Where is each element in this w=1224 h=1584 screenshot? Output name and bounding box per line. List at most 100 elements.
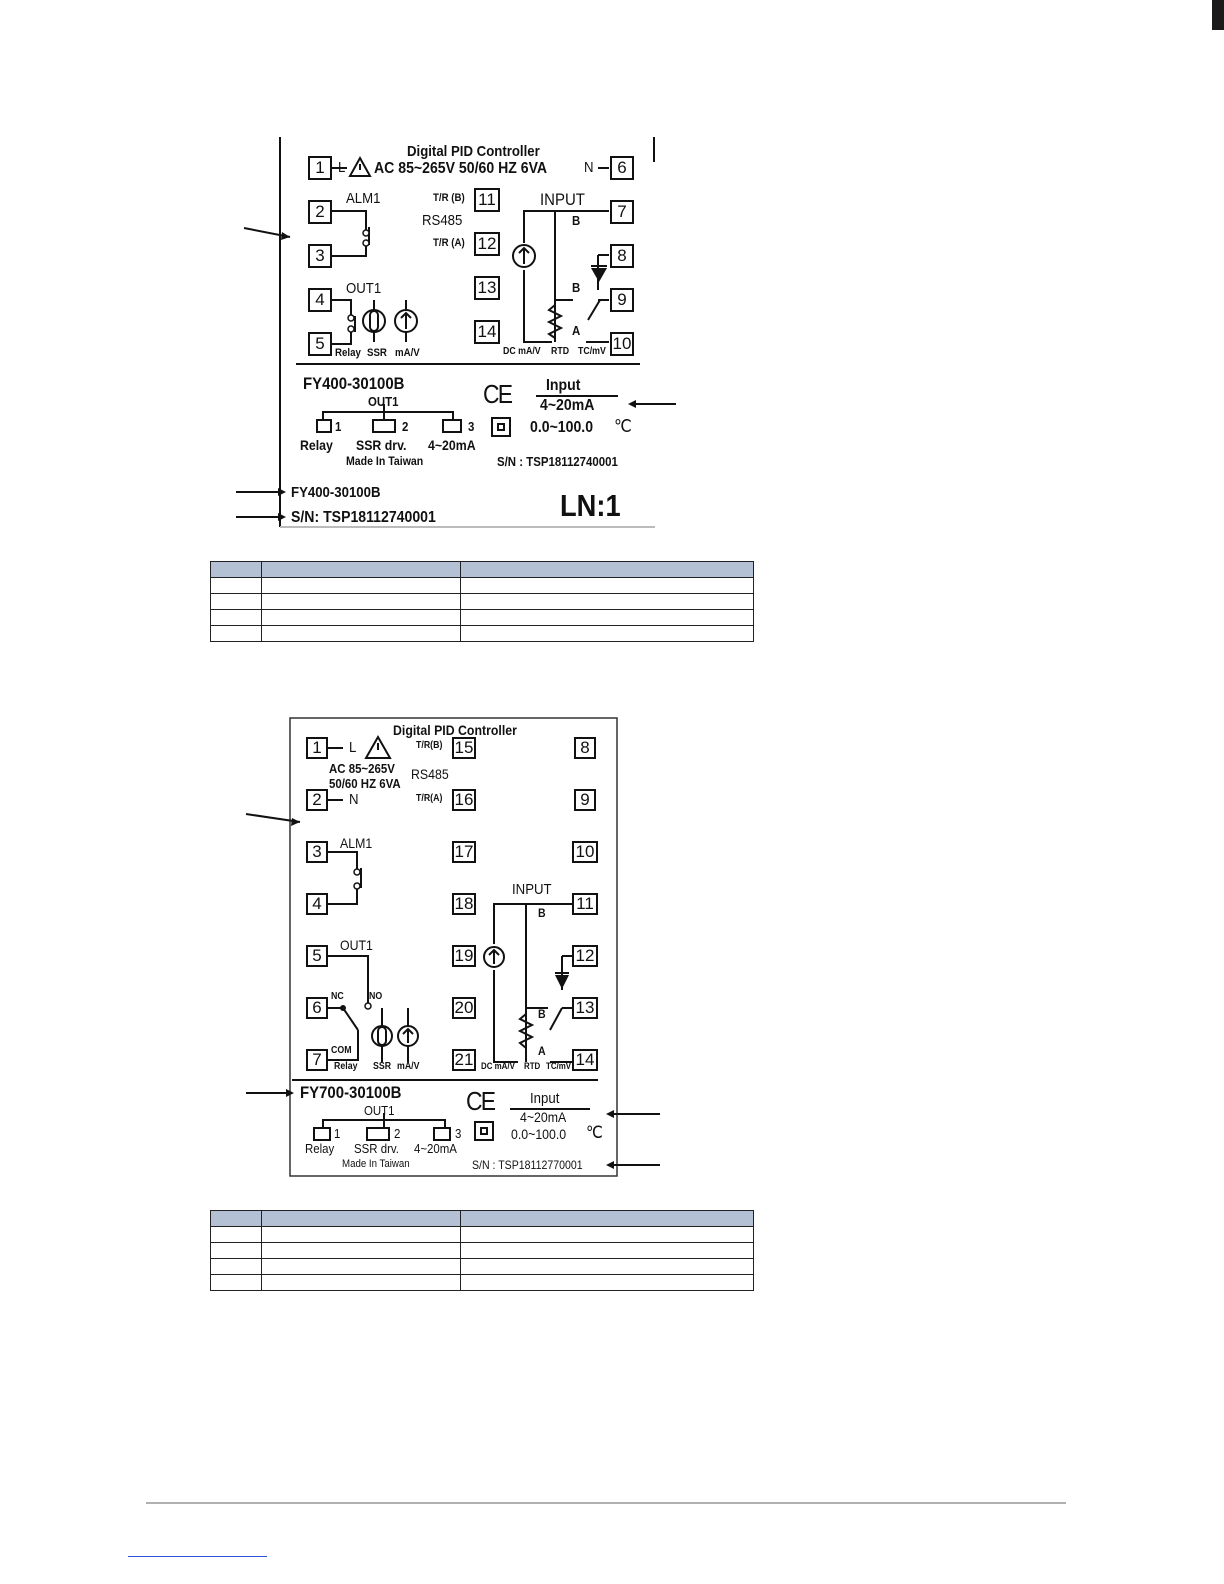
- tcmv-label: TC/mV: [546, 1061, 572, 1071]
- terminal-14: 14: [572, 1049, 598, 1071]
- table-row: [210, 1274, 754, 1291]
- terminal-15: 15: [452, 737, 476, 759]
- l-label: L: [349, 739, 357, 756]
- option-number-1: 1: [335, 419, 342, 434]
- arrow-head: [281, 232, 290, 240]
- ssr-label: SSR: [373, 1061, 392, 1072]
- table-header-row: [210, 1210, 754, 1227]
- input-label: INPUT: [540, 190, 585, 209]
- terminal-9: 9: [610, 288, 634, 312]
- terminal-14: 14: [474, 320, 500, 344]
- terminal-16: 16: [452, 789, 476, 811]
- terminal-3: 3: [306, 841, 328, 863]
- table-1: [210, 561, 754, 642]
- terminal-20: 20: [452, 997, 476, 1019]
- terminal-2: 2: [306, 789, 328, 811]
- nc-label: NC: [331, 991, 344, 1002]
- footer-rule: [146, 1502, 1066, 1504]
- diode-icon: [591, 268, 607, 282]
- panel2-title: Digital PID Controller: [393, 722, 517, 738]
- terminal-9: 9: [574, 789, 596, 811]
- panel1-title: Digital PID Controller: [407, 143, 540, 160]
- ce-mark-icon: CE: [466, 1086, 496, 1116]
- relay-label: Relay: [334, 1061, 358, 1072]
- model-number: FY700-30100B: [300, 1083, 402, 1102]
- option-relay: Relay: [305, 1141, 335, 1156]
- table-row: [210, 1226, 754, 1243]
- n-label: N: [349, 791, 359, 808]
- b-label: B: [572, 213, 581, 228]
- option-checkbox-2: [372, 419, 396, 433]
- tr-b-label: T/R (B): [433, 192, 465, 204]
- rs485-label: RS485: [411, 766, 449, 782]
- alm1-label: ALM1: [346, 190, 381, 207]
- input-label: INPUT: [512, 881, 552, 898]
- celsius-unit: ℃: [586, 1123, 603, 1142]
- mav-label: mA/V: [397, 1061, 420, 1072]
- serial-number: S/N : TSP18112740001: [497, 454, 618, 469]
- label-border: [289, 717, 618, 1177]
- model-number-callout: FY400-30100B: [291, 484, 381, 501]
- option-checkbox-3: [433, 1127, 451, 1141]
- option-number-2: 2: [402, 419, 409, 434]
- footer-link-underline[interactable]: [128, 1556, 267, 1557]
- a-label: A: [538, 1044, 546, 1058]
- input-title: Input: [546, 377, 581, 394]
- temp-range: 0.0~100.0: [530, 419, 594, 436]
- terminal-18: 18: [452, 893, 476, 915]
- terminal-6: 6: [610, 156, 634, 180]
- tcmv-label: TC/mV: [578, 346, 606, 357]
- option-number-1: 1: [334, 1126, 341, 1141]
- arrow-head: [606, 1110, 614, 1118]
- warning-icon: [348, 155, 372, 177]
- terminal-11: 11: [572, 893, 598, 915]
- out1-label: OUT1: [340, 937, 373, 953]
- terminal-1: 1: [306, 737, 328, 759]
- relay-label: Relay: [335, 347, 361, 359]
- input-range: 4~20mA: [540, 397, 595, 414]
- out1-options-title: OUT1: [364, 1103, 395, 1118]
- rs485-label: RS485: [422, 212, 463, 229]
- terminal-6: 6: [306, 997, 328, 1019]
- terminal-10: 10: [572, 841, 598, 863]
- b-label-2: B: [538, 1007, 546, 1021]
- option-number-3: 3: [468, 419, 475, 434]
- terminal-5: 5: [306, 945, 328, 967]
- made-in-taiwan: Made In Taiwan: [342, 1158, 410, 1170]
- mav-label: mA/V: [395, 347, 420, 359]
- table-row: [210, 609, 754, 626]
- ln-label: LN:1: [560, 488, 621, 523]
- option-number-3: 3: [455, 1126, 462, 1141]
- tr-a-label: T/R (A): [433, 237, 465, 249]
- no-label: NO: [369, 991, 383, 1002]
- table-row: [210, 593, 754, 610]
- tr-a-label: T/R(A): [416, 793, 443, 804]
- rtd-label: RTD: [524, 1061, 541, 1071]
- diode-icon: [555, 975, 569, 989]
- terminal-13: 13: [474, 276, 500, 300]
- terminal-1: 1: [308, 156, 332, 180]
- corner-mark: [1212, 0, 1224, 30]
- arrow-head: [291, 818, 300, 826]
- option-checkbox-3: [442, 419, 462, 433]
- table-2: [210, 1210, 754, 1291]
- terminal-21: 21: [452, 1049, 476, 1071]
- option-checkbox-2: [366, 1127, 390, 1141]
- arrow-head: [628, 400, 636, 408]
- made-in-taiwan: Made In Taiwan: [346, 454, 424, 468]
- out1-label: OUT1: [346, 280, 382, 297]
- arrow-head: [278, 488, 286, 496]
- temp-range: 0.0~100.0: [511, 1126, 567, 1142]
- option-ssr: SSR drv.: [356, 437, 407, 453]
- terminal-19: 19: [452, 945, 476, 967]
- table-header-row: [210, 561, 754, 578]
- arrow-head: [606, 1161, 614, 1169]
- option-ssr: SSR drv.: [354, 1141, 399, 1156]
- table-row: [210, 1258, 754, 1275]
- option-4-20ma: 4~20mA: [428, 437, 476, 453]
- option-number-2: 2: [394, 1126, 401, 1141]
- b-label: B: [538, 906, 546, 920]
- power-spec: AC 85~265V 50/60 HZ 6VA: [374, 160, 548, 177]
